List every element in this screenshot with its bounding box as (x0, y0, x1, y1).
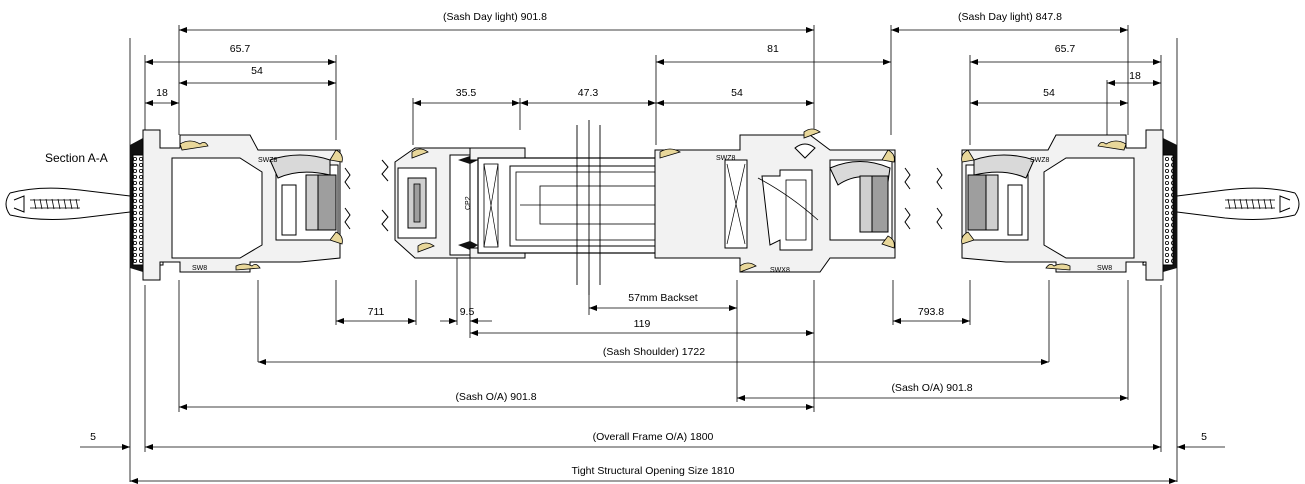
dim-center-35-5: 35.5 (456, 87, 477, 99)
dim-center-47-3: 47.3 (578, 87, 599, 99)
tag-sw8-right: SW8 (1097, 265, 1112, 272)
tag-cp2: CP2 (465, 196, 472, 210)
left-outer-frame: SWZ8 SW8 (142, 129, 351, 281)
dim-bottom-711: 711 (368, 306, 385, 318)
section-title: Section A-A (45, 151, 108, 165)
dim-right-65-7: 65.7 (1055, 43, 1076, 55)
center-right-sash: SWZ8 SWX8 (654, 128, 911, 274)
dim-center-81: 81 (767, 43, 779, 55)
dim-tight-opening: Tight Structural Opening Size 1810 (571, 465, 734, 477)
tag-swx8-center: SWX8 (770, 267, 790, 274)
dim-overall-frame: (Overall Frame O/A) 1800 (593, 431, 714, 443)
dim-left-18: 18 (156, 87, 168, 99)
dim-gap-right: 5 (1201, 431, 1207, 443)
tag-swz8-left: SWZ8 (258, 157, 278, 164)
dim-left-54: 54 (251, 65, 263, 77)
tag-swz8-center: SWZ8 (716, 155, 736, 162)
dim-right-18: 18 (1129, 70, 1141, 82)
dimension-lines (80, 27, 1225, 484)
dim-bottom-119: 119 (634, 318, 651, 330)
dim-bottom-793-8: 793.8 (918, 306, 944, 318)
dimension-labels: (Sash Day light) 901.8 (Sash Day light) … (90, 11, 1207, 477)
dim-backset: 57mm Backset (628, 292, 698, 304)
right-outer-frame: SWZ8 SW8 (936, 129, 1164, 281)
dim-sash-oa-left: (Sash O/A) 901.8 (455, 391, 536, 403)
dim-gap-left: 5 (90, 431, 96, 443)
tag-sw8-left: SW8 (192, 265, 207, 272)
dim-center-54: 54 (731, 87, 743, 99)
dim-sash-daylight-left: (Sash Day light) 901.8 (443, 11, 547, 23)
dim-sash-shoulder: (Sash Shoulder) 1722 (603, 346, 705, 358)
right-wall-fixing (1142, 138, 1300, 272)
tag-swz8-right: SWZ8 (1030, 157, 1050, 164)
dim-bottom-9-5: 9.5 (460, 306, 475, 318)
dim-sash-daylight-right: (Sash Day light) 847.8 (958, 11, 1062, 23)
dim-sash-oa-right: (Sash O/A) 901.8 (891, 382, 972, 394)
dim-left-65-7: 65.7 (230, 43, 251, 55)
dim-right-54: 54 (1043, 87, 1055, 99)
